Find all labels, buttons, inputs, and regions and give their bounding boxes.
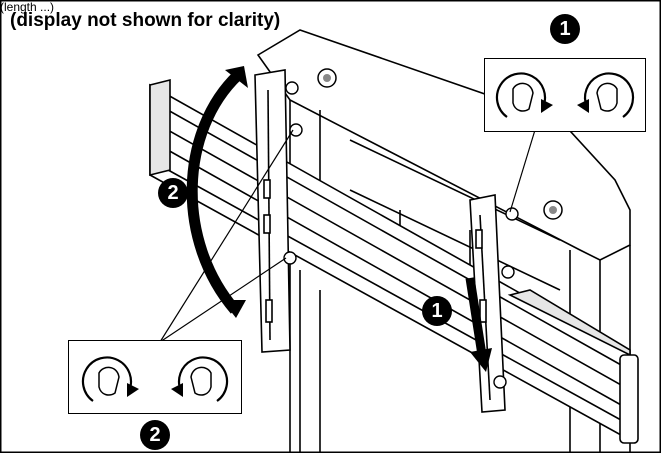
bracket-knobs	[283, 81, 519, 389]
rotate-left-hand-icon-2	[81, 356, 133, 402]
housing-vent-center	[323, 74, 331, 82]
leader-lines	[159, 129, 536, 343]
step-badge-1-bottom: 1	[422, 296, 452, 326]
height-arrow-head	[470, 348, 492, 372]
step-badge-2-left: 2	[158, 178, 188, 208]
left-vertical-bracket	[254, 69, 291, 353]
tilt-arrow-head-top	[225, 66, 248, 88]
tilt-arrow	[186, 71, 242, 314]
step-badge-2-bottom: 2	[140, 420, 170, 450]
tilt-arrow-head-bottom	[222, 300, 246, 318]
inset-loosen-knobs-bottom	[68, 340, 242, 414]
height-arrow	[465, 277, 487, 356]
turn-knob-icons-bottom	[81, 356, 229, 402]
figure-caption: (display not shown for clarity)	[10, 10, 281, 31]
top-caption-fragment: (length ...)	[0, 0, 55, 14]
turn-knob-icons	[495, 72, 635, 118]
step-badge-1-top: 1	[550, 14, 580, 44]
rotate-right-hand-icon	[583, 72, 635, 118]
rotate-right-hand-icon-2	[177, 356, 229, 402]
rotate-left-hand-icon	[495, 72, 547, 118]
housing-vent-2-center	[549, 206, 557, 214]
inset-loosen-knobs-top	[484, 58, 646, 132]
